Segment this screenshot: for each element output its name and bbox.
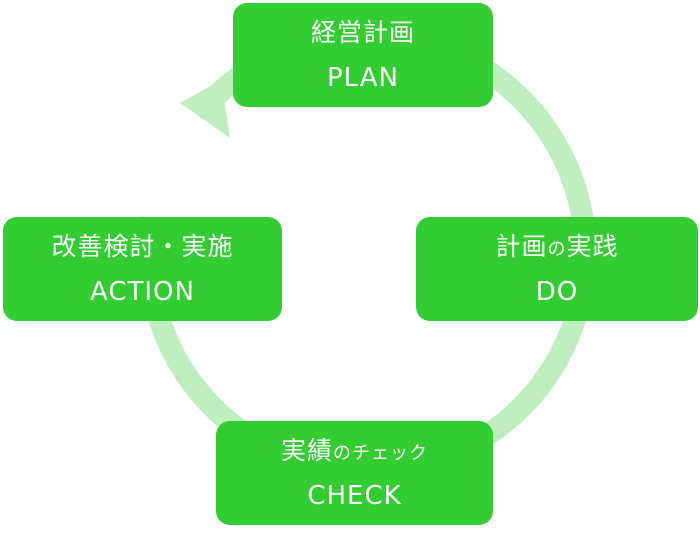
- step-check-jp-label: 実績のチェック: [281, 438, 428, 463]
- step-plan-box: 経営計画 PLAN: [233, 3, 493, 107]
- step-do-jp-particle: の: [547, 238, 567, 260]
- step-check-jp-small: のチェック: [333, 442, 428, 464]
- step-check-box: 実績のチェック CHECK: [216, 421, 493, 525]
- step-action-en-label: ACTION: [90, 276, 195, 307]
- step-do-jp-label: 計画の実践: [495, 234, 618, 259]
- step-action-jp-label: 改善検討・実施: [51, 231, 234, 261]
- step-plan-en-label: PLAN: [327, 62, 399, 93]
- step-plan-jp-label: 経営計画: [310, 17, 415, 47]
- cycle-arrow-icon: [180, 80, 230, 138]
- step-check-en-label: CHECK: [307, 480, 402, 511]
- step-do-jp-rest: 実践: [566, 231, 619, 261]
- step-action-box: 改善検討・実施 ACTION: [3, 217, 282, 321]
- step-check-jp-main: 実績: [280, 435, 333, 465]
- step-do-jp-main: 計画: [495, 231, 548, 261]
- step-do-box: 計画の実践 DO: [416, 217, 698, 321]
- step-do-en-label: DO: [535, 276, 579, 307]
